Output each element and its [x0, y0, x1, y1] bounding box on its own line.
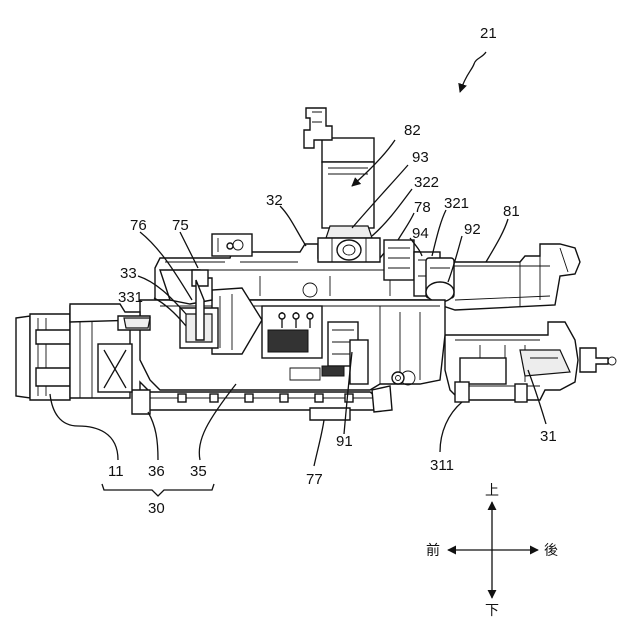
label-75: 75	[172, 217, 189, 234]
label-321: 321	[444, 195, 469, 212]
label-33: 33	[120, 265, 137, 282]
label-311: 311	[430, 457, 454, 474]
label-331: 331	[118, 289, 143, 306]
label-92: 92	[464, 221, 481, 238]
label-94: 94	[412, 225, 429, 242]
label-32: 32	[266, 192, 283, 209]
label-76: 76	[130, 217, 147, 234]
direction-front-label: 前	[426, 542, 440, 559]
label-35: 35	[190, 463, 207, 480]
label-31: 31	[540, 428, 557, 445]
label-36: 36	[148, 463, 165, 480]
direction-up-label: 上	[485, 483, 499, 499]
connector-82	[304, 108, 380, 262]
label-93: 93	[412, 149, 429, 166]
label-81: 81	[503, 203, 520, 220]
direction-indicator: 上 下 前 後	[426, 483, 558, 619]
connector-92	[426, 258, 454, 302]
label-78: 78	[414, 199, 431, 216]
steering-column-assembly	[16, 108, 616, 420]
column-tube-81	[440, 244, 580, 310]
label-11: 11	[108, 463, 124, 480]
label-322: 322	[414, 174, 439, 191]
label-91: 91	[336, 433, 353, 450]
rear-bracket-31	[445, 322, 616, 402]
label-82: 82	[404, 122, 421, 139]
label-30: 30	[148, 500, 165, 517]
label-21: 21	[480, 25, 497, 42]
grouping-brace-30	[102, 484, 214, 496]
shaft-end-11	[16, 304, 150, 400]
label-77: 77	[306, 471, 323, 488]
direction-rear-label: 後	[544, 543, 558, 559]
direction-down-label: 下	[485, 603, 499, 619]
